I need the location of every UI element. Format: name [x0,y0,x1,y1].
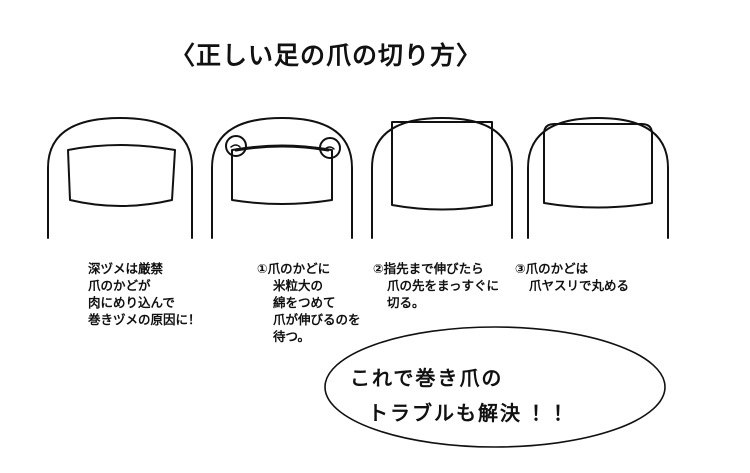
toe-outline-1 [47,117,193,239]
toe-outline-2 [211,117,353,239]
caption-line: 米粒大の [273,278,324,293]
caption-line: ①爪のかどに [257,261,331,276]
caption-line: ③爪のかどは [515,261,589,276]
caption-line: 巻きヅメの原因に！ [88,312,201,327]
caption-step-2: ②指先まで伸びたら 爪の先をまっすぐに 切る。 [373,260,499,311]
cotton-left-circle [225,135,247,157]
caption-line: 肉にめり込んで [88,295,175,310]
slogan-ellipse [324,326,666,448]
nail-front-edge-2 [234,144,330,152]
toe-outline-3 [371,117,513,239]
nail-with-cotton [231,145,333,205]
caption-line: 爪が伸びるのを [273,312,361,327]
caption-step-3: ③爪のかどは 爪ヤスリで丸める [515,260,629,294]
nail-rounded-corners [543,123,653,209]
caption-line: 切る。 [387,295,425,310]
caption-line: 深ヅメは厳禁 [88,261,164,276]
caption-line: 綿をつめて [273,295,336,310]
caption-step-1: ①爪のかどに 米粒大の 綿をつめて 爪が伸びるのを 待つ。 [257,260,361,345]
cotton-right-fill [324,146,335,150]
toe-outline-4 [527,117,669,239]
caption-line: 爪の先をまっすぐに [387,278,500,293]
page-title: 〈正しい足の爪の切り方〉 [170,41,483,70]
nail-deep-cut [67,144,176,207]
cotton-left-fill [230,144,241,148]
cotton-right-circle [319,137,341,159]
slogan-line-1: これで巻き爪の [350,366,504,390]
caption-line: ②指先まで伸びたら [373,261,484,276]
slogan-line-2: トラブルも解決 ！！ [368,401,575,425]
caption-line: 爪ヤスリで丸める [529,278,630,293]
caption-line: 待つ。 [273,329,311,344]
nail-straight-cut [391,121,493,211]
caption-deep-cut: 深ヅメは厳禁 爪のかどが 肉にめり込んで 巻きヅメの原因に！ [88,260,201,328]
caption-line: 爪のかどが [88,278,151,293]
